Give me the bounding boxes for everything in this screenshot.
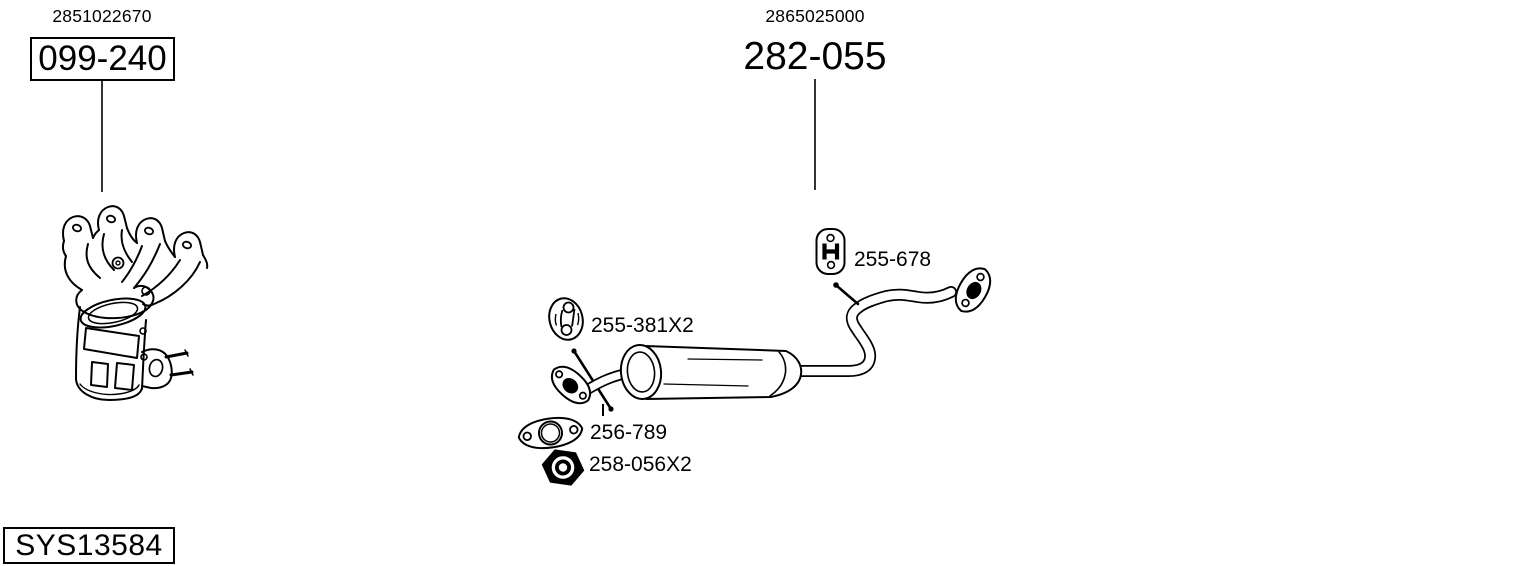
oe-number-left: 2851022670	[52, 6, 152, 26]
leader-lines	[101, 79, 816, 416]
muffler-assembly-drawing	[550, 267, 992, 412]
part-number-left[interactable]: 099-240	[38, 39, 167, 78]
system-code-box: SYS13584	[3, 527, 175, 564]
system-code: SYS13584	[15, 529, 163, 562]
fitting-label-hanger[interactable]: 255-678	[854, 248, 932, 271]
part-number-center[interactable]: 282-055	[743, 35, 887, 78]
hex-nut-icon	[541, 449, 585, 486]
oe-number-center: 2865025000	[765, 6, 865, 26]
fitting-label-nut[interactable]: 258-056X2	[589, 453, 692, 476]
part-number-box-left[interactable]: 099-240	[30, 37, 175, 81]
gasket-icon	[517, 416, 584, 450]
rubber-mount-icon	[548, 297, 584, 341]
fitting-label-rubber-mount[interactable]: 255-381X2	[591, 314, 694, 337]
exhaust-hanger-icon	[815, 228, 846, 275]
fitting-label-gasket[interactable]: 256-789	[590, 421, 668, 444]
catalytic-converter-drawing	[61, 205, 209, 401]
